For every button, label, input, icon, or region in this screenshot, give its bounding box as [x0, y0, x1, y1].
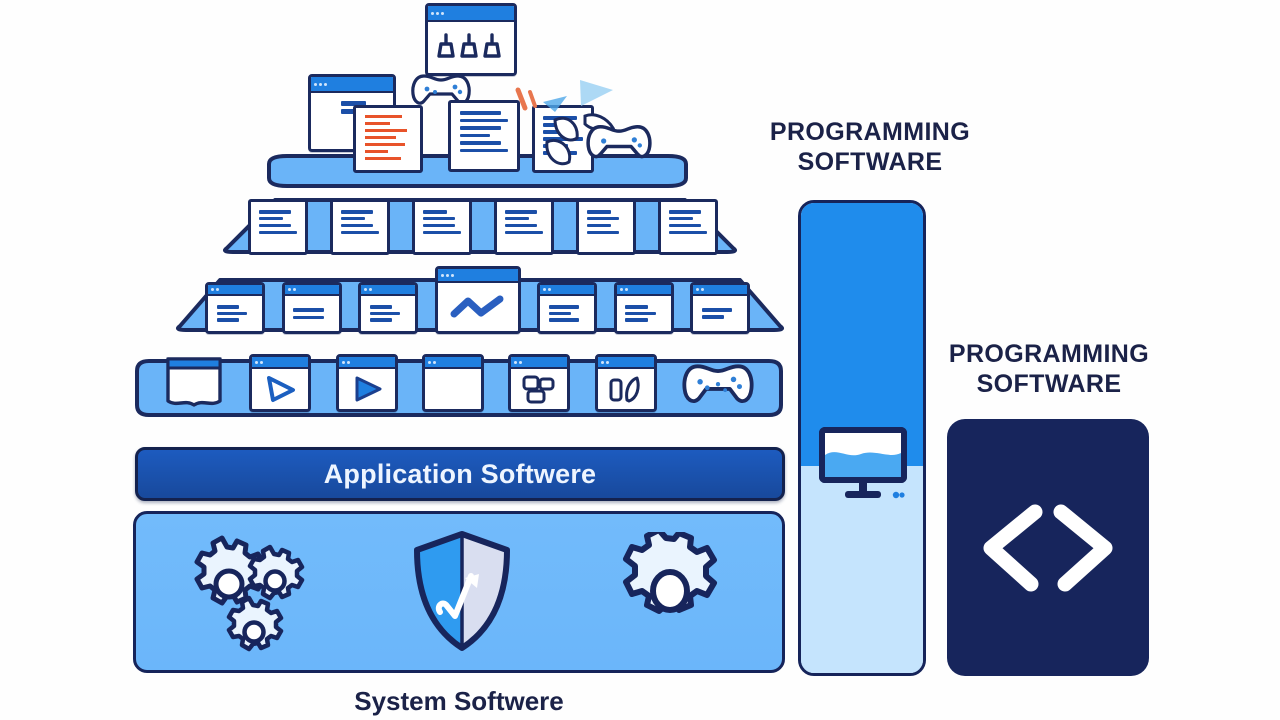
shapes-window-icon[interactable]	[594, 354, 657, 412]
programming-label-top-line1: PROGRAMMING	[769, 118, 971, 146]
chart-window-icon[interactable]	[434, 266, 521, 334]
game-controller-icon[interactable]	[681, 357, 755, 409]
play-glyph	[267, 376, 296, 402]
monitor-icon[interactable]	[817, 425, 909, 503]
system-software-label: System Softwere	[354, 686, 564, 716]
game-controller-small-icon[interactable]	[585, 118, 653, 164]
programming-label-top-line2: SOFTWARE	[797, 147, 943, 176]
gears-cluster-icon[interactable]	[185, 532, 310, 652]
blank-window-icon[interactable]	[421, 354, 484, 412]
app-window-icon[interactable]	[281, 282, 342, 334]
application-software-label: Application Softwere	[323, 458, 597, 489]
play-window-icon[interactable]	[249, 354, 312, 412]
play-window-icon[interactable]	[335, 354, 398, 412]
document-icon[interactable]	[330, 199, 390, 255]
programming-label-right-line2: SOFTWARE	[976, 369, 1122, 398]
document-icon[interactable]	[658, 199, 718, 255]
play-glyph	[355, 376, 382, 402]
app-window-icon[interactable]	[613, 282, 674, 334]
document-icon[interactable]	[494, 199, 554, 255]
app-window-tools-icon[interactable]	[425, 3, 517, 76]
line-chart-glyph	[450, 295, 503, 318]
application-software-bar[interactable]: Application Softwere	[135, 447, 785, 501]
code-brackets-icon	[983, 504, 1113, 591]
book-icon[interactable]	[163, 354, 225, 412]
programming-software-label-top: PROGRAMMING SOFTWARE	[740, 118, 1000, 177]
app-window-icon[interactable]	[205, 282, 265, 334]
document-icon[interactable]	[448, 100, 520, 172]
column-top-fill	[801, 203, 923, 467]
shield-pulse-icon[interactable]	[407, 528, 517, 656]
tier-4-icons	[163, 352, 755, 414]
column-bottom-fill	[801, 466, 923, 673]
tier-2-icons	[248, 199, 718, 255]
app-window-icon[interactable]	[690, 282, 750, 334]
code-brackets-card[interactable]	[947, 419, 1149, 676]
document-icon[interactable]	[412, 199, 472, 255]
programming-software-label-right: PROGRAMMING SOFTWARE	[935, 340, 1163, 399]
programming-label-right-line1: PROGRAMMING	[948, 340, 1150, 368]
app-window-icon[interactable]	[358, 282, 418, 334]
gear-icon[interactable]	[614, 532, 734, 652]
document-icon[interactable]	[576, 199, 636, 255]
photo-shapes-glyph	[522, 375, 555, 404]
document-icon[interactable]	[248, 199, 308, 255]
shapes-glyph	[609, 376, 640, 403]
programming-column[interactable]	[798, 200, 926, 676]
tier-3-icons	[205, 266, 750, 334]
tools-glyph	[437, 32, 501, 58]
code-document-icon[interactable]	[353, 105, 423, 173]
game-controller-icon[interactable]	[410, 68, 472, 110]
app-window-icon[interactable]	[537, 282, 597, 334]
photo-window-icon[interactable]	[508, 354, 571, 412]
tier-1-icon-cluster	[270, 0, 690, 175]
system-software-band	[133, 511, 785, 673]
